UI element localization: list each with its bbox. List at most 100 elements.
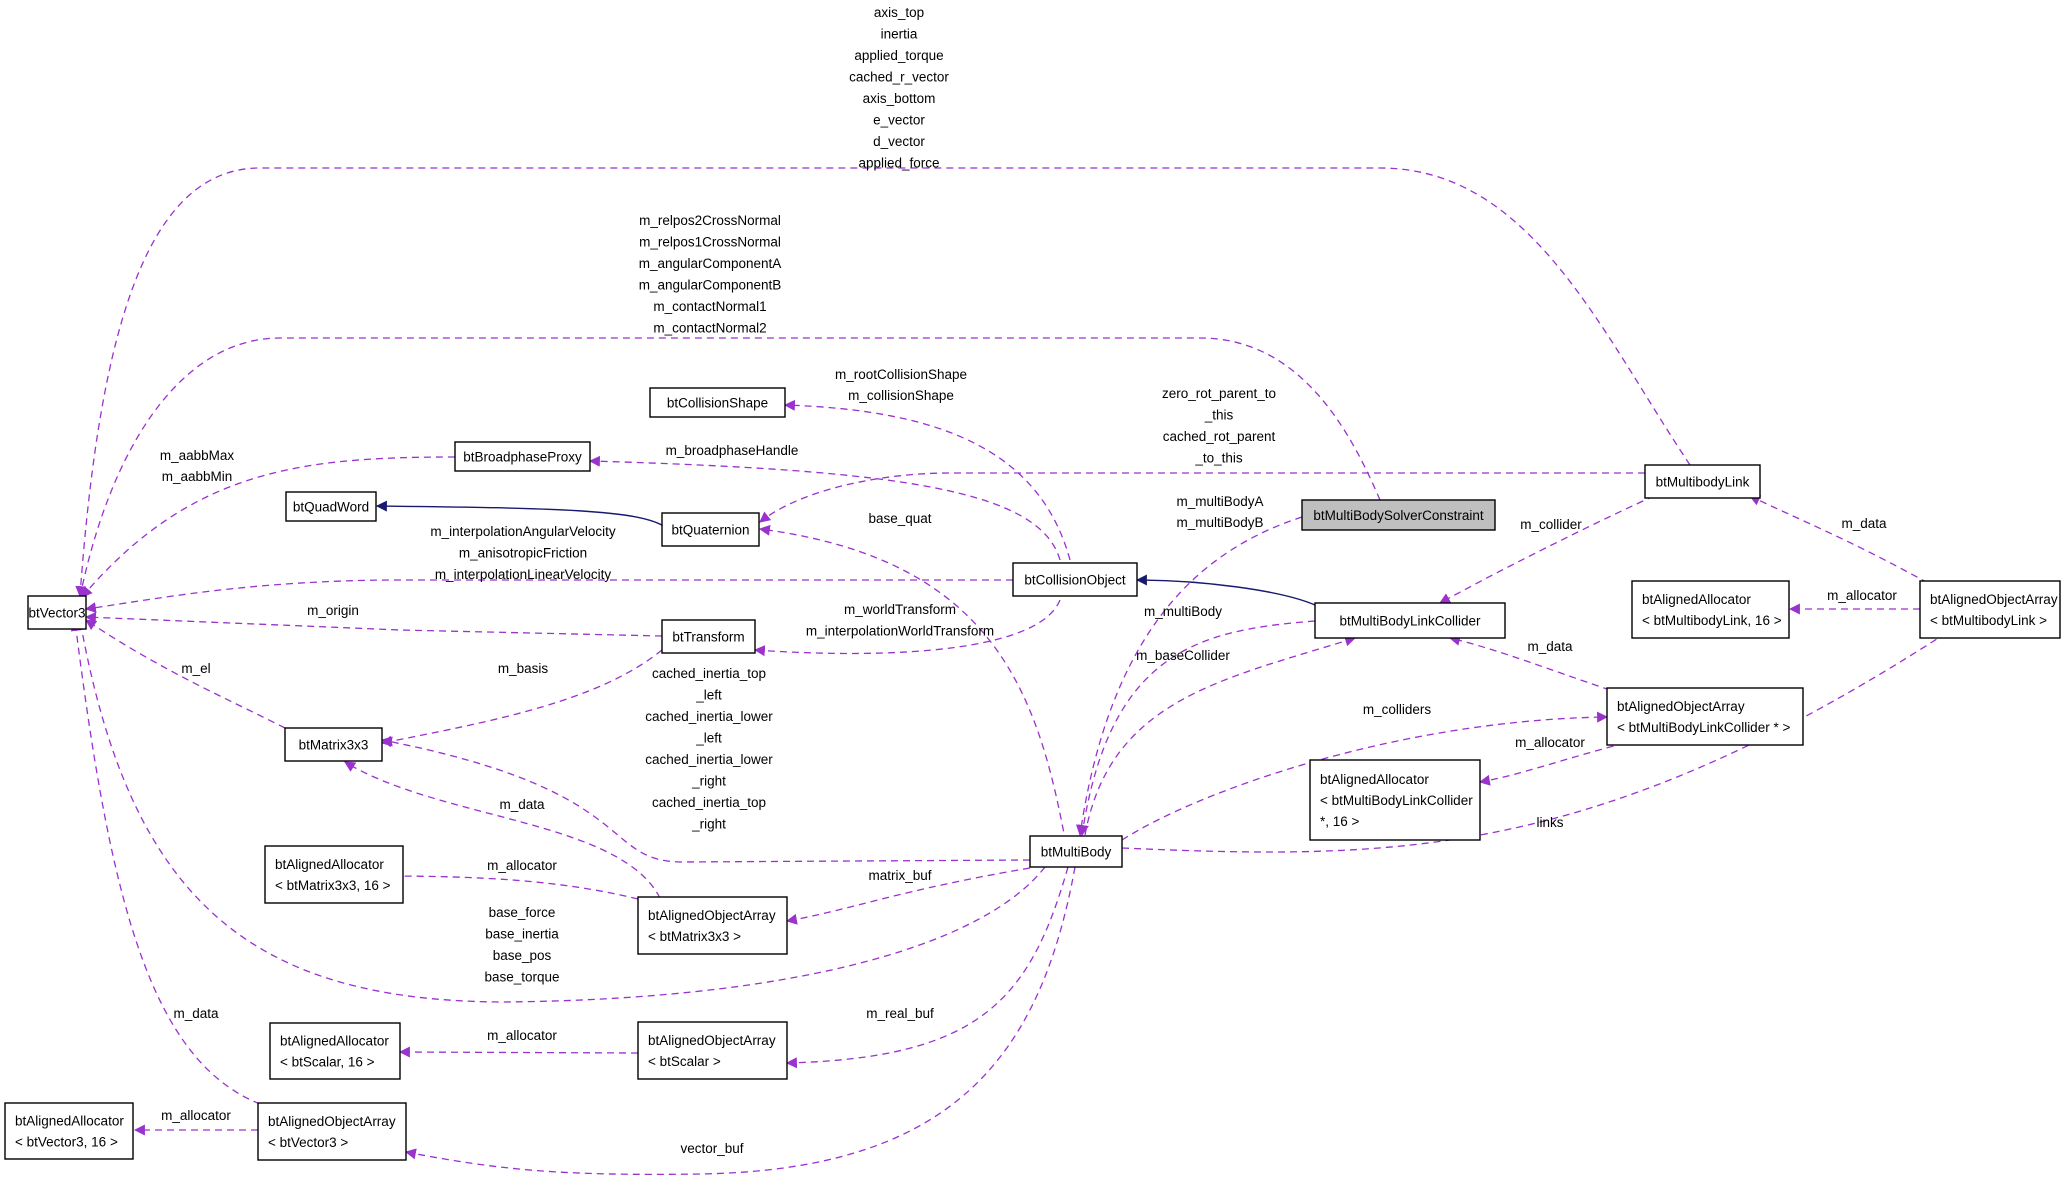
node-btAlignedAllocator-link[interactable]: btAlignedAllocator< btMultibodyLink, 16 … [1631, 580, 1790, 639]
node-box [1606, 687, 1804, 746]
node-btCollisionShape[interactable]: btCollisionShape [649, 387, 786, 418]
edge-link-to-quat [759, 472, 1645, 523]
edge-label-colarray-to-alloc: m_allocator [1515, 735, 1585, 750]
edge-label-line: m_allocator [1515, 735, 1585, 750]
edge-body-to-collider [1084, 635, 1357, 836]
node-btAlignedAllocator-scalar[interactable]: btAlignedAllocator< btScalar, 16 > [269, 1022, 401, 1080]
edge-label-line: m_aabbMax [160, 448, 235, 463]
edge-object-to-transform [753, 599, 1061, 657]
edge-label-line: m_relpos1CrossNormal [639, 235, 781, 250]
node-box [284, 727, 383, 762]
edge-label-line: vector_buf [680, 1141, 743, 1156]
edge-label-line: inertia [881, 27, 918, 42]
edge-label-line: links [1536, 815, 1563, 830]
node-btAlignedObjectArray-link[interactable]: btAlignedObjectArray< btMultibodyLink > [1919, 580, 2061, 639]
edge-label-line: applied_force [858, 156, 939, 171]
edge-label-body-to-linkarray: links [1536, 815, 1563, 830]
node-label: btAlignedObjectArray [648, 908, 776, 923]
edge-label-line: _left [695, 731, 722, 746]
edge-label-line: _this [1204, 408, 1234, 423]
node-label: btTransform [672, 630, 744, 645]
edge-label-line: base_quat [868, 511, 931, 526]
edge-body-to-linkarray [1121, 623, 1961, 853]
node-btMatrix3x3[interactable]: btMatrix3x3 [284, 727, 383, 762]
edge-label-line: m_anisotropicFriction [459, 546, 587, 561]
edge-label-line: m_relpos2CrossNormal [639, 213, 781, 228]
node-label: btAlignedAllocator [275, 857, 384, 872]
node-btAlignedAllocator-collider[interactable]: btAlignedAllocator< btMultiBodyLinkColli… [1309, 759, 1481, 841]
edge-collider-to-body [1078, 620, 1316, 837]
node-btCollisionObject[interactable]: btCollisionObject [1012, 562, 1138, 597]
node-btAlignedObjectArray-vec[interactable]: btAlignedObjectArray< btVector3 > [257, 1102, 407, 1161]
edge-label-object-to-transform: m_worldTransformm_interpolationWorldTran… [806, 602, 994, 639]
edge-label-line: applied_torque [854, 48, 943, 63]
node-label: < btScalar, 16 > [280, 1055, 375, 1070]
edge-label-line: m_contactNormal1 [653, 299, 766, 314]
edge-label-line: m_collisionShape [848, 388, 954, 403]
node-box [257, 1102, 407, 1161]
edge-transform-to-vector [84, 611, 663, 637]
node-box [637, 1021, 788, 1080]
edge-label-line: _right [691, 817, 726, 832]
node-btMultibodyLink[interactable]: btMultibodyLink [1644, 464, 1761, 499]
edge-label-line: _left [695, 688, 722, 703]
edge-label-line: m_el [181, 661, 210, 676]
node-btBroadphaseProxy[interactable]: btBroadphaseProxy [454, 441, 591, 472]
node-label: btMultiBody [1041, 845, 1112, 860]
node-btMultiBodySolverConstraint[interactable]: btMultiBodySolverConstraint [1301, 499, 1496, 531]
node-btAlignedAllocator-mat[interactable]: btAlignedAllocator< btMatrix3x3, 16 > [264, 845, 404, 904]
edge-body-to-matrix [380, 736, 1031, 863]
edge-label-line: m_data [1841, 516, 1887, 531]
node-btAlignedObjectArray-collider[interactable]: btAlignedObjectArray< btMultiBodyLinkCol… [1606, 687, 1804, 746]
edge-body-to-vector [76, 618, 1046, 1003]
edge-label-linkarray-to-alloc: m_allocator [1827, 588, 1897, 603]
edge-label-line: m_data [499, 797, 545, 812]
node-label: btAlignedAllocator [1320, 772, 1429, 787]
edge-link-to-collider [1439, 490, 1666, 604]
node-btQuaternion[interactable]: btQuaternion [661, 512, 760, 547]
node-box [454, 441, 591, 472]
edge-label-matrix-to-vector: m_el [181, 661, 210, 676]
node-label: btMultibodyLink [1656, 475, 1750, 490]
node-btVector3[interactable]: btVector3 [27, 595, 87, 630]
node-btQuadWord[interactable]: btQuadWord [285, 491, 377, 522]
edge-label-line: m_multiBodyB [1176, 515, 1263, 530]
edge-label-line: m_allocator [161, 1108, 231, 1123]
edge-label-line: axis_bottom [863, 91, 936, 106]
node-box [1644, 464, 1761, 499]
edge-label-line: base_force [489, 905, 556, 920]
edge-label-body-to-matrix: cached_inertia_top_leftcached_inertia_lo… [645, 666, 773, 832]
edge-object-to-proxy [588, 455, 1061, 561]
node-label: btCollisionShape [667, 396, 768, 411]
edge-linkarray-to-link [1749, 495, 1929, 584]
edge-label-line: e_vector [873, 113, 925, 128]
node-label: btMatrix3x3 [299, 738, 369, 753]
node-label: < btMultiBodyLinkCollider * > [1617, 720, 1790, 735]
node-label: btVector3 [28, 606, 85, 621]
node-btMultiBodyLinkCollider[interactable]: btMultiBodyLinkCollider [1314, 602, 1506, 639]
edge-label-line: m_data [1527, 639, 1573, 654]
edge-body-to-vecarray [404, 866, 1076, 1176]
node-btMultiBody[interactable]: btMultiBody [1029, 835, 1123, 868]
edge-label-link-to-quat: zero_rot_parent_to_thiscached_rot_parent… [1162, 386, 1276, 466]
node-btTransform[interactable]: btTransform [661, 619, 756, 654]
edge-label-line: m_allocator [1827, 588, 1897, 603]
nodes: btVector3 btQuadWord btCollisionShape btBro… [4, 387, 2061, 1161]
node-box [661, 619, 756, 654]
edge-label-body-to-vector: base_forcebase_inertiabase_posbase_torqu… [484, 905, 559, 985]
edge-label-line: m_interpolationLinearVelocity [435, 567, 612, 582]
node-box [1314, 602, 1506, 639]
node-box [27, 595, 87, 630]
node-btAlignedObjectArray-mat[interactable]: btAlignedObjectArray< btMatrix3x3 > [637, 896, 788, 955]
node-btAlignedObjectArray-scalar[interactable]: btAlignedObjectArray< btScalar > [637, 1021, 788, 1080]
edge-label-body-to-quat: base_quat [868, 511, 931, 526]
edge-label-body-to-colarray: m_colliders [1363, 702, 1432, 717]
node-box [637, 896, 788, 955]
edge-label-line: cached_inertia_lower [645, 709, 773, 724]
edge-label-body-to-collider: m_baseCollider [1136, 648, 1230, 663]
edge-label-body-to-matarray: matrix_buf [868, 868, 931, 883]
node-label: < btVector3, 16 > [15, 1135, 118, 1150]
node-btAlignedAllocator-vec[interactable]: btAlignedAllocator< btVector3, 16 > [4, 1102, 134, 1160]
